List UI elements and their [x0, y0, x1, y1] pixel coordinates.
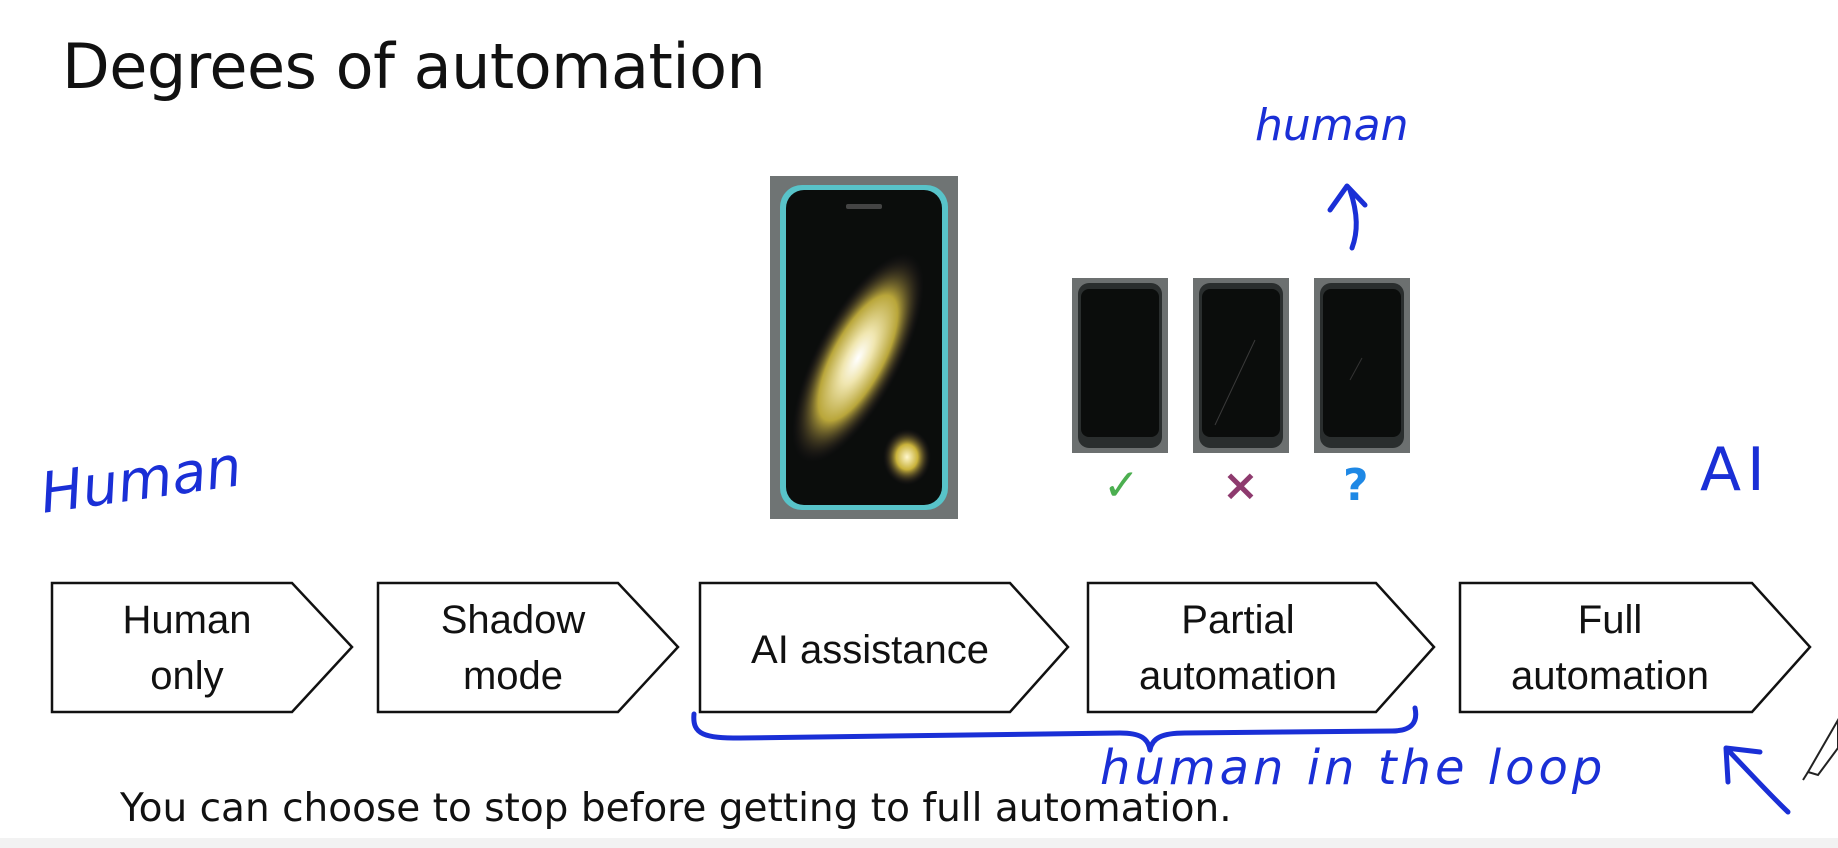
stage-human-only-label: Human only: [122, 598, 252, 698]
stage-shapes: [50, 581, 1812, 714]
check-mark-icon: ✓: [1103, 460, 1140, 511]
pen-cursor-icon: [1802, 717, 1838, 781]
question-mark-icon: ?: [1343, 460, 1369, 511]
stage-partial-automation-shape: [1086, 581, 1436, 714]
phone-small-1: [1072, 278, 1168, 453]
phone-small-3: [1314, 278, 1410, 453]
stage-shadow-mode-label: Shadow mode: [440, 598, 586, 698]
stage-human-only-shape: [50, 581, 354, 714]
arrow-to-ai: [1723, 745, 1791, 815]
stage-shadow-mode-shape: [376, 581, 680, 714]
arrow-up-to-human: [1327, 183, 1368, 251]
phone-large: [770, 176, 958, 519]
annotation-human-top: human: [1255, 100, 1409, 151]
slide-title: Degrees of automation: [62, 30, 766, 103]
stage-partial-automation-label: Partial automation: [1139, 598, 1337, 698]
stage-full-automation-shape: [1458, 581, 1812, 714]
phone-small-2: [1193, 278, 1289, 453]
stage-full-automation-label: Full automation: [1511, 598, 1709, 698]
annotation-human-in-the-loop: human in the loop: [1100, 740, 1607, 796]
stage-ai-assistance-label: AI assistance: [751, 628, 989, 672]
footer-strip: [0, 838, 1838, 848]
annotation-ai: AI: [1700, 435, 1771, 505]
slide-caption: You can choose to stop before getting to…: [120, 786, 1232, 831]
cross-mark-icon: ×: [1222, 460, 1259, 511]
stage-ai-assistance-shape: [698, 581, 1070, 714]
human-loop-brace: [691, 705, 1419, 753]
